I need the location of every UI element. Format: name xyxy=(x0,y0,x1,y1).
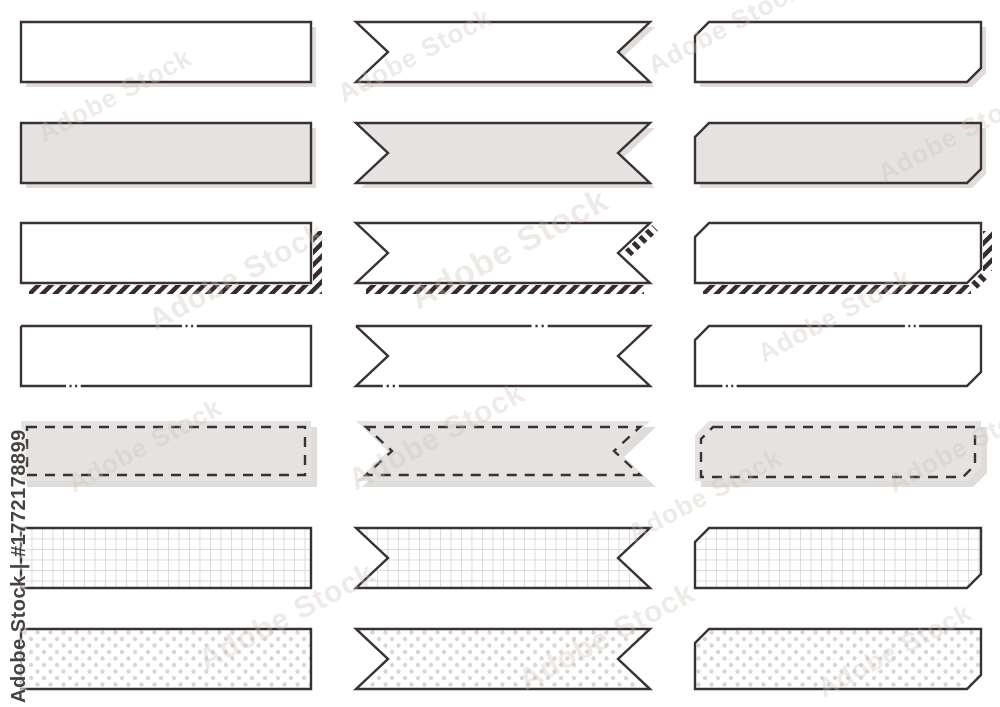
banner-grid-pattern-chamfer xyxy=(693,526,983,590)
banner-dashed-gray-rectangle xyxy=(21,421,317,487)
banner-shadow-gray-rectangle xyxy=(19,121,316,188)
banner-striped-accent-rectangle xyxy=(19,221,322,294)
banner-striped-accent-chamfer xyxy=(693,221,992,294)
banner-shadow-white-chamfer xyxy=(693,20,986,87)
banner-dot-pattern-ribbon xyxy=(354,627,652,691)
banner-striped-accent-ribbon xyxy=(354,221,658,294)
banner-grid-pattern-ribbon xyxy=(354,526,652,590)
banner-shadow-white-ribbon xyxy=(354,20,655,87)
banner-grid-pattern-rectangle xyxy=(19,526,313,590)
banner-shadow-gray-chamfer xyxy=(693,121,986,188)
banner-broken-outline-rectangle xyxy=(19,324,313,388)
banner-dashed-gray-chamfer xyxy=(695,421,987,487)
banner-broken-outline-chamfer xyxy=(693,324,983,388)
banner-broken-outline-ribbon xyxy=(352,324,654,388)
banner-dot-pattern-rectangle xyxy=(19,627,313,691)
banner-shadow-white-rectangle xyxy=(19,20,316,87)
stock-id-watermark: Adobe Stock | #1772178899 xyxy=(8,429,30,703)
banner-dot-pattern-chamfer xyxy=(693,627,983,691)
banner-dashed-gray-ribbon xyxy=(356,421,656,487)
banner-shadow-gray-ribbon xyxy=(354,121,655,188)
